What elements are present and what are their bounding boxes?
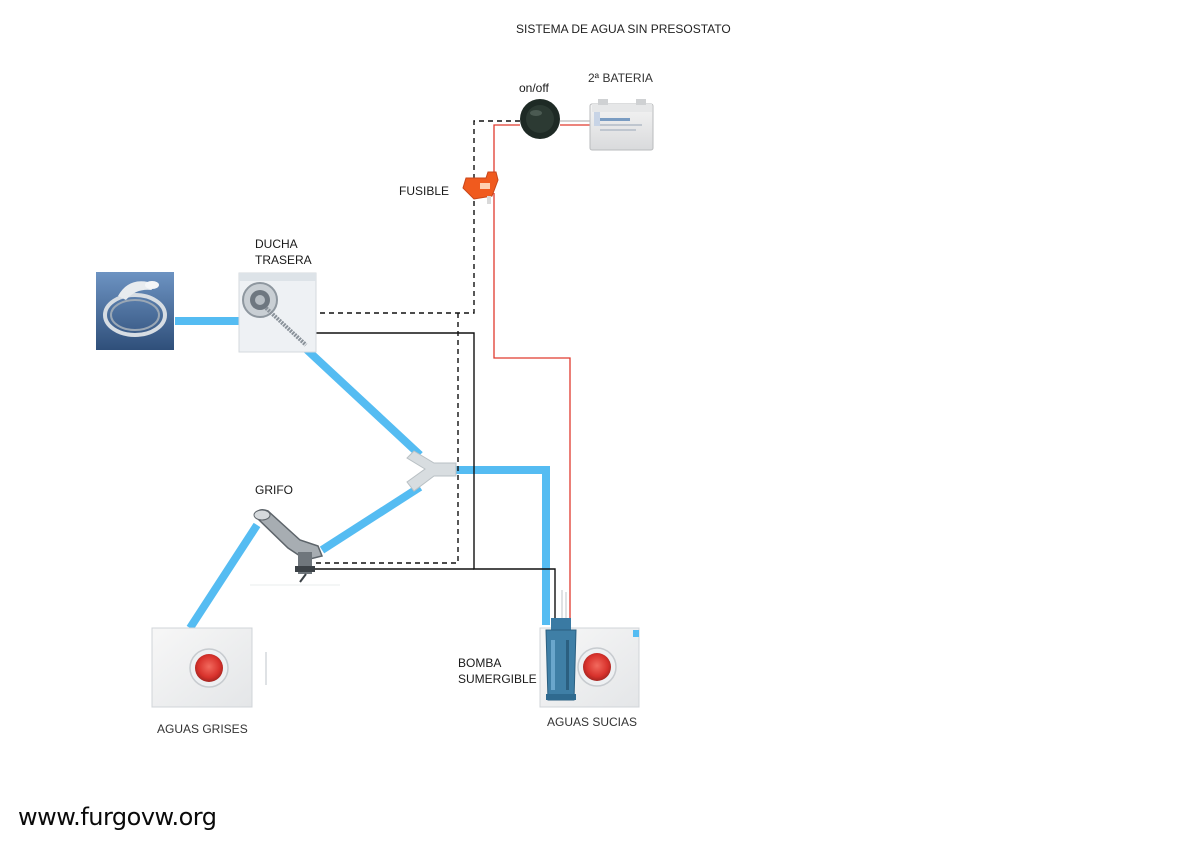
dirty-water-label: AGUAS SUCIAS — [547, 715, 638, 729]
pipe-shower-to-tee — [302, 345, 423, 458]
power-switch — [520, 99, 560, 139]
watermark-text: www.furgovw.org — [18, 803, 217, 831]
negative-wire — [310, 332, 556, 630]
pump-label: BOMBA SUMERGIBLE — [458, 656, 537, 686]
grey-water-tank — [151, 627, 267, 708]
tap-label: GRIFO — [255, 483, 293, 497]
diagram-title: SISTEMA DE AGUA SIN PRESOSTATO — [516, 22, 731, 36]
pipe-tap-to-grey-tank — [186, 522, 261, 631]
positive-wire — [493, 120, 590, 630]
second-battery — [589, 99, 654, 151]
switch-wire — [310, 120, 520, 564]
fuse — [462, 171, 499, 204]
pipe-tee-to-pump — [450, 466, 550, 625]
rear-shower-label: DUCHA TRASERA — [255, 237, 312, 267]
pipe-tap-to-tee — [319, 483, 423, 554]
water-pipes — [175, 317, 550, 631]
fuse-label: FUSIBLE — [399, 184, 450, 198]
submersible-pump — [545, 590, 577, 701]
tap-image — [250, 509, 340, 586]
on-off-label: on/off — [519, 81, 549, 95]
tee-connector — [406, 450, 457, 492]
grey-water-label: AGUAS GRISES — [157, 722, 248, 736]
shower-hose-image — [96, 272, 174, 350]
rear-shower-image — [238, 272, 317, 353]
battery-label: 2ª BATERIA — [588, 71, 653, 85]
